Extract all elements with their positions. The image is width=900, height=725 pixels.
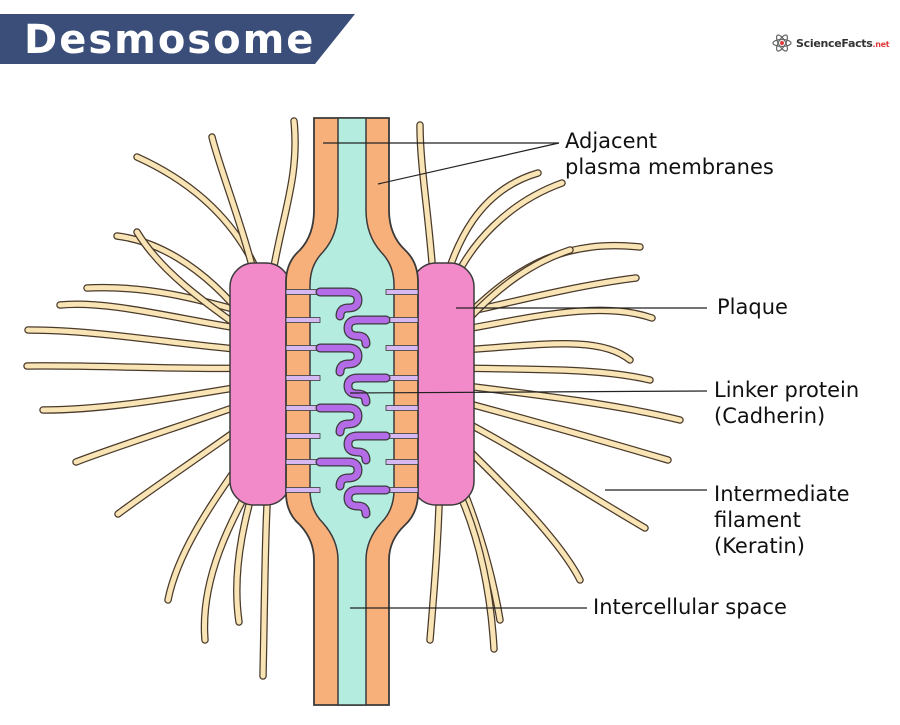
label-intermediate-filament: Intermediate filament (Keratin) bbox=[714, 482, 850, 558]
linker-proteins bbox=[285, 287, 419, 519]
label-intercellular-space: Intercellular space bbox=[593, 595, 787, 619]
brand-logo: ScienceFacts.net bbox=[771, 32, 890, 54]
label-adjacent-plasma-membranes: Adjacent plasma membranes bbox=[565, 129, 774, 179]
keratin-filament bbox=[455, 382, 683, 423]
keratin-filament bbox=[40, 382, 255, 413]
keratin-filament bbox=[25, 327, 251, 353]
cadherin-linker bbox=[285, 457, 419, 491]
cadherin-linker bbox=[285, 287, 419, 321]
title-banner bbox=[0, 14, 355, 64]
plaque-left bbox=[229, 262, 291, 506]
cadherin-linker bbox=[285, 343, 419, 377]
leader-membrane-right bbox=[377, 142, 560, 185]
leader-linker bbox=[349, 390, 708, 394]
cadherin-linker bbox=[285, 431, 419, 465]
keratin-filament bbox=[24, 363, 253, 371]
keratin-filament bbox=[457, 307, 655, 333]
label-linker-protein: Linker protein (Cadherin) bbox=[714, 378, 860, 428]
brand-name: ScienceFacts.net bbox=[796, 36, 890, 50]
cadherin-linker bbox=[285, 315, 419, 349]
keratin-filament bbox=[457, 365, 653, 383]
keratin-filament bbox=[449, 412, 648, 531]
keratin-filament bbox=[57, 301, 253, 333]
cadherin-linker bbox=[285, 485, 419, 519]
plaque-right bbox=[411, 262, 475, 506]
keratin-filament bbox=[452, 397, 671, 463]
label-plaque: Plaque bbox=[717, 295, 788, 319]
page-title: Desmosome bbox=[24, 17, 316, 63]
keratin-filament bbox=[459, 341, 633, 363]
cadherin-linker bbox=[285, 373, 419, 407]
cadherin-linker bbox=[285, 403, 419, 437]
atom-icon bbox=[772, 34, 792, 52]
